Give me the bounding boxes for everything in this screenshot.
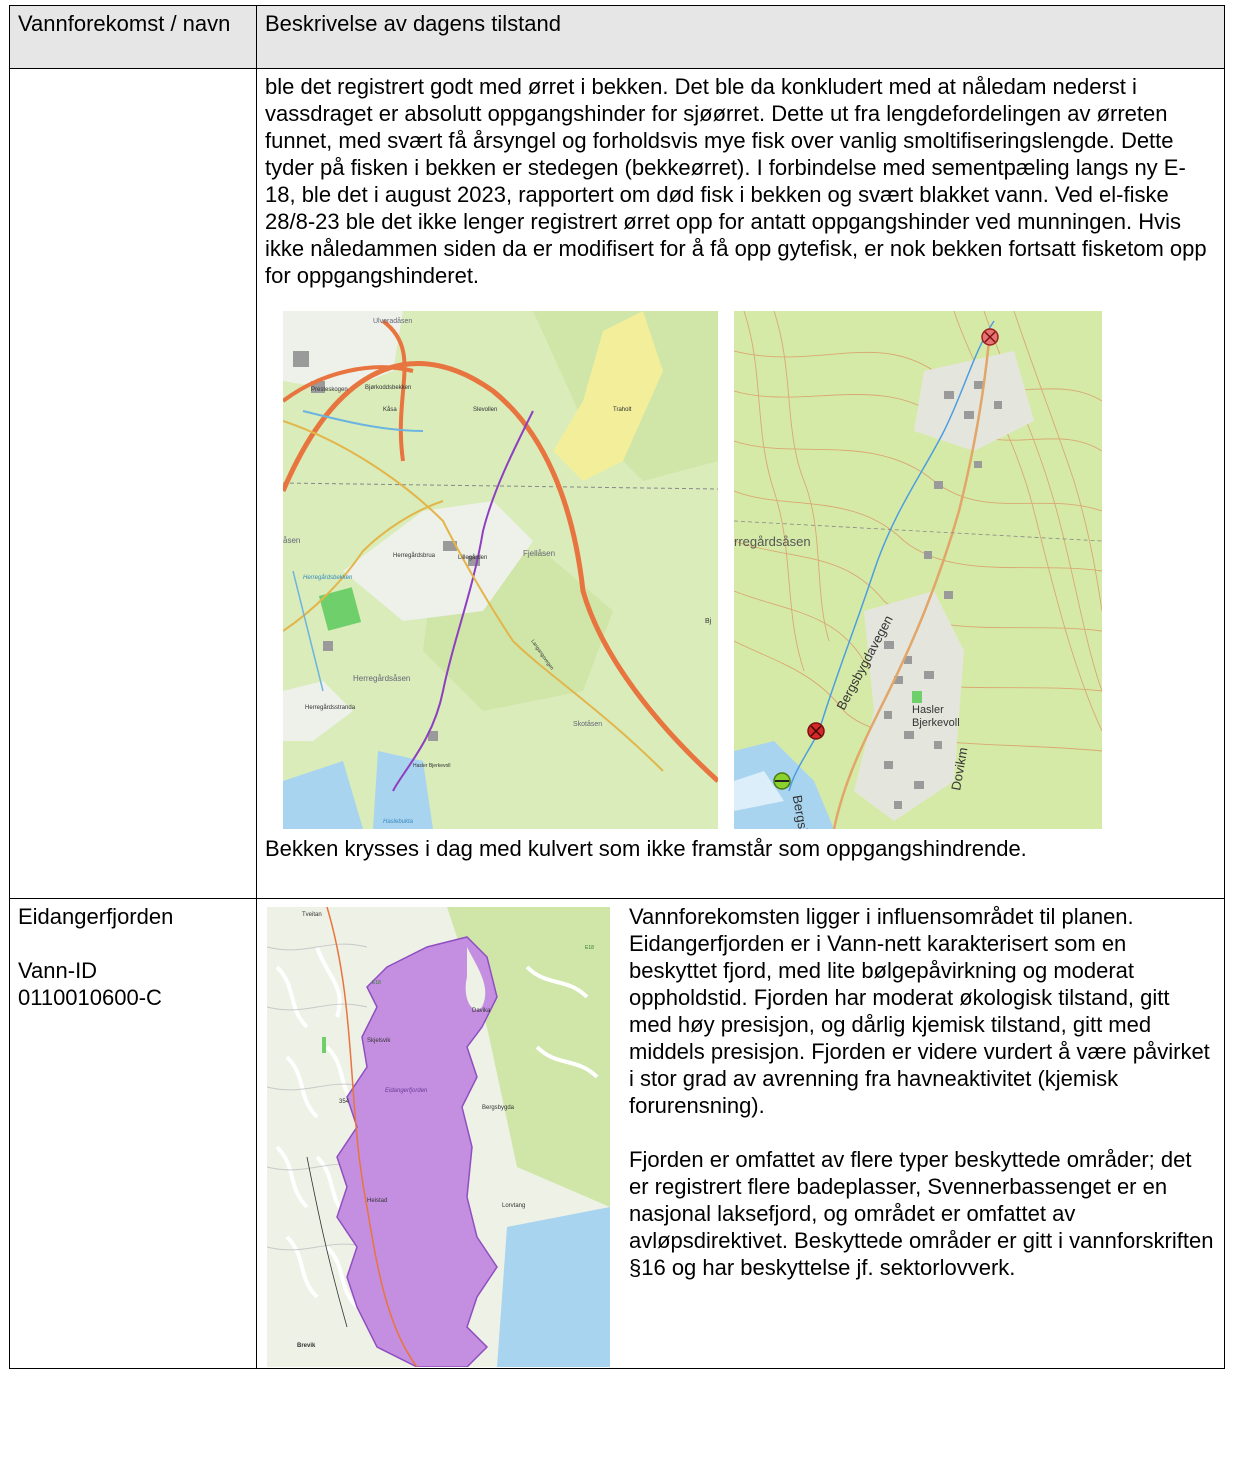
row1-description-cell: ble det registrert godt med ørret i bekk…	[256, 68, 1225, 899]
water-id-value: 0110010600-C	[18, 985, 162, 1010]
row1-caption: Bekken krysses i dag med kulvert som ikk…	[265, 836, 1027, 861]
row2-name-cell: Eidangerfjorden Vann-ID 0110010600-C	[9, 898, 257, 1369]
label-ulveradsasen: Ulveradåsen	[373, 317, 412, 325]
label-fjellasen: Fjellåsen	[523, 549, 555, 558]
label-bjorkoddsbekken: Bjørkoddsbekken	[365, 385, 411, 391]
label-heistad: Heistad	[367, 1198, 387, 1204]
label-hasler: Hasler	[912, 704, 944, 716]
label-slevollen: Slevollen	[473, 407, 497, 413]
label-herregardsstranda: Herregårdsstranda	[305, 704, 356, 711]
label-presteskogen: Presteskogen	[311, 387, 348, 393]
label-eidangerfjorden-map: Eidangerfjorden	[385, 1088, 428, 1094]
label-traholt: Trаholt	[613, 407, 632, 413]
label-haslebukta: Haslebukta	[383, 819, 414, 825]
label-skotasen: Skotåsen	[573, 720, 602, 728]
label-bjerkevoll: Bjerkevoll	[912, 717, 960, 729]
label-bj-right: Bj	[705, 618, 712, 625]
fjord-paragraph-2: Fjorden er omfattet av flere typer besky…	[629, 1147, 1214, 1280]
row1-maps: Ulveradåsen Presteskogen Bjørkoddsbekken…	[265, 311, 1216, 831]
fjord-description: Vannforekomsten ligger i influensområdet…	[629, 903, 1217, 1281]
label-herregardsbekken: Herregårdsbekken	[303, 574, 353, 581]
label-r354: 354	[339, 1099, 350, 1105]
label-davika: Davika	[472, 1008, 491, 1014]
label-bergsbygda: Bergsbygda	[482, 1105, 515, 1111]
label-lillegarden: Lillegården	[458, 554, 487, 561]
label-lorvtang: Lorvtang	[502, 1203, 525, 1209]
row1-paragraph: ble det registrert godt med ørret i bekk…	[265, 74, 1207, 288]
header-water-body: Vannforekomst / navn	[9, 5, 257, 69]
label-skjelsvik: Skjelsvik	[367, 1038, 391, 1044]
label-hasler-bjerkevoll: Hasler Bjerkevoll	[413, 763, 451, 769]
row1-name-cell	[9, 68, 257, 899]
label-kasa: Kåsa	[383, 406, 397, 413]
table-header-row: Vannforekomst / navn Beskrivelse av dage…	[9, 5, 1225, 69]
water-id-label: Vann-ID	[18, 958, 98, 983]
label-asen-left: åsen	[283, 536, 300, 545]
header-description: Beskrivelse av dagens tilstand	[256, 5, 1225, 69]
detail-topo-map: rregårdsåsen Bergsbygdavegen Hasler Bjer…	[734, 311, 1102, 829]
table-row: Eidangerfjorden Vann-ID 0110010600-C	[9, 898, 1225, 1369]
label-dovikm: Dovikm	[948, 746, 970, 791]
water-body-name: Eidangerfjorden	[18, 904, 174, 929]
label-brevik: Brevik	[297, 1343, 316, 1349]
label-e18b: E18	[585, 945, 594, 951]
label-tveitan: Tveitan	[302, 912, 322, 918]
row2-description-cell: Tveitan Davika Skjelsvik Eidangerfjorden…	[256, 898, 1225, 1369]
label-herregardsasen: Herregårdsåsen	[353, 674, 410, 683]
overview-map: Ulveradåsen Presteskogen Bjørkoddsbekken…	[283, 311, 718, 829]
label-herregardsasen-2: rregårdsåsen	[734, 534, 811, 549]
fjord-paragraph-1: Vannforekomsten ligger i influensområdet…	[629, 904, 1210, 1118]
fjord-map: Tveitan Davika Skjelsvik Eidangerfjorden…	[267, 907, 610, 1367]
water-body-table: Vannforekomst / navn Beskrivelse av dage…	[9, 5, 1225, 1369]
label-herregardsbrua: Herregårdsbrua	[393, 552, 436, 559]
row2-content: Tveitan Davika Skjelsvik Eidangerfjorden…	[257, 899, 1224, 1367]
label-e18a: E18	[372, 980, 381, 986]
table-row: ble det registrert godt med ørret i bekk…	[9, 68, 1225, 899]
